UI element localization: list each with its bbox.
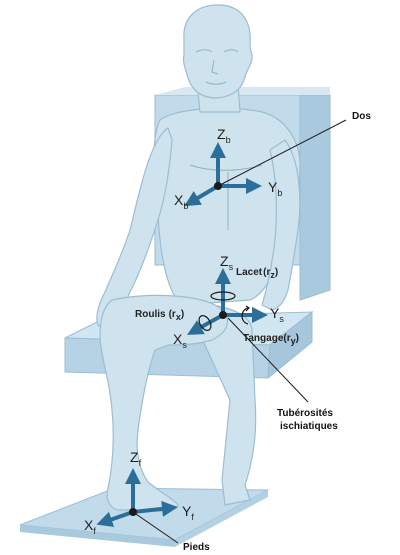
leader-lines (132, 119, 347, 544)
yaw-rotation-icon (210, 291, 236, 301)
pitch-rotation-icon (241, 305, 250, 325)
roll-rotation-icon (198, 315, 212, 331)
back-z-label: Zb (217, 126, 231, 145)
ischial-callout-line2: ischiatiques (280, 421, 338, 432)
feet-frame-axes (96, 468, 178, 527)
back-callout: Dos (352, 111, 371, 122)
pitch-label: Tangage(ry) (243, 333, 299, 346)
foot-plate (19, 487, 270, 547)
feet-y-label: Yf (182, 503, 194, 522)
ischial-callout-line1: Tubérosités (277, 408, 333, 419)
feet-callout: Pieds (183, 542, 210, 553)
back-x-label: Xb (174, 192, 188, 211)
feet-z-label: Zf (130, 449, 142, 468)
yaw-label: Lacet(rz) (236, 267, 278, 280)
seat-frame-origin (219, 311, 227, 319)
back-y-label: Yb (268, 179, 282, 198)
back-frame-axes (184, 142, 262, 207)
feet-x-label: Xf (84, 517, 96, 536)
roll-label: Roulis(rx) (135, 309, 184, 322)
seat-z-label: Zs (220, 253, 234, 272)
seat-y-label: Ys (270, 305, 284, 324)
seat-x-label: Xs (173, 331, 187, 350)
human-figure (96, 4, 301, 512)
